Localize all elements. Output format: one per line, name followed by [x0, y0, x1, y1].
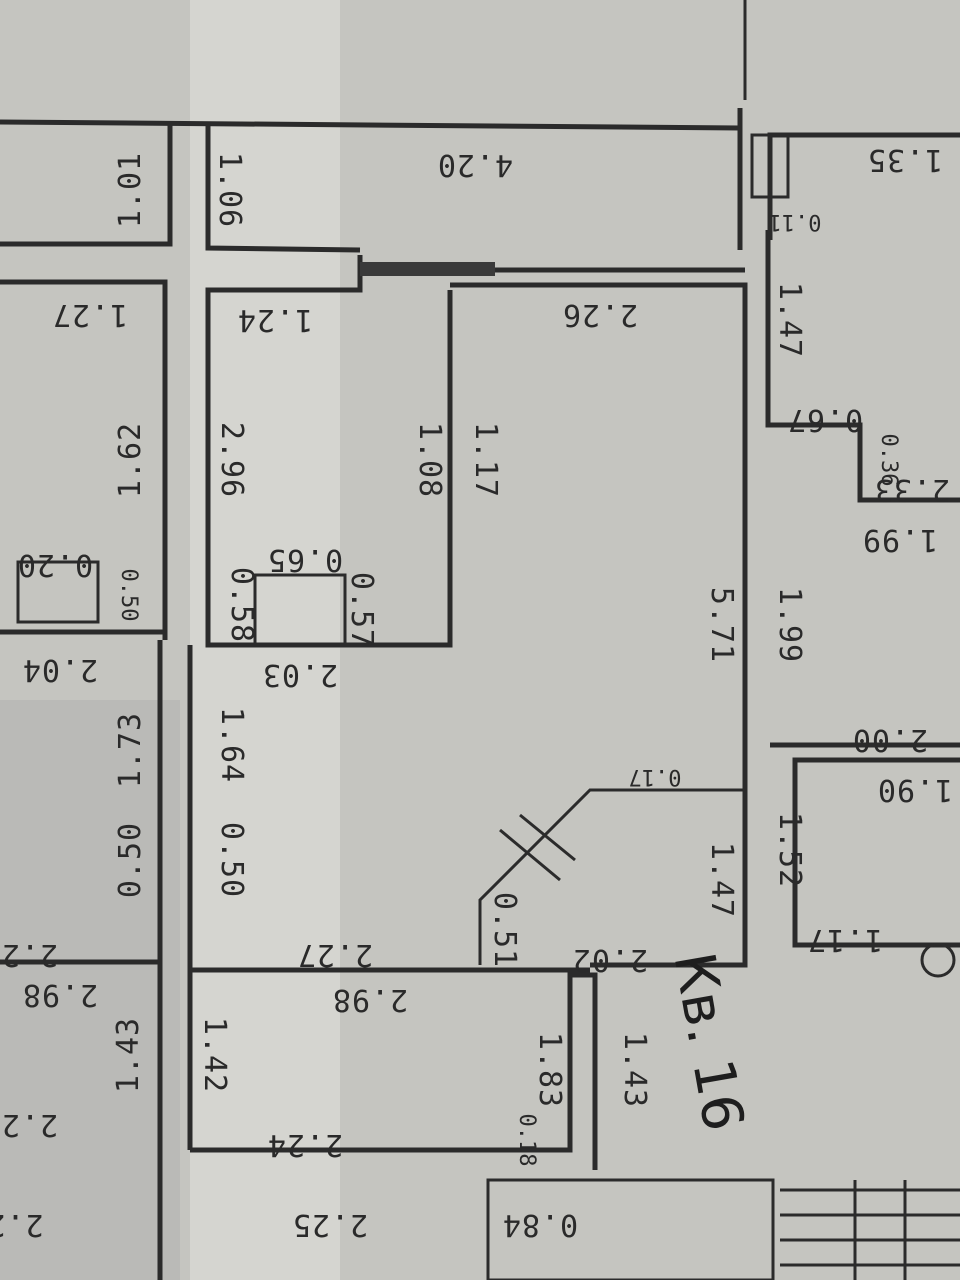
dim-left-room-162: 1.62	[113, 422, 148, 498]
light-band	[190, 0, 340, 1280]
dim-diag-017: 0.17	[629, 764, 682, 789]
dim-hall-202: 2.02	[572, 942, 648, 977]
dim-left-298: 2.98	[22, 977, 98, 1012]
dim-left-room-204: 2.04	[22, 652, 98, 687]
dim-right-room-152: 1.52	[772, 812, 807, 888]
dim-bottom-084: 0.84	[502, 1207, 578, 1242]
dim-left-227-bottom: 2.27	[0, 1107, 58, 1142]
dim-niche-065: 0.65	[267, 542, 343, 577]
dim-right-190: 1.90	[877, 772, 953, 807]
dim-right-233: 2.33	[874, 472, 950, 507]
dim-closet-inner-117: 1.17	[468, 422, 503, 498]
dim-left-room-127: 1.27	[52, 297, 128, 332]
dim-hall-183: 1.83	[532, 1032, 567, 1108]
dim-right-room-117: 1.17	[807, 922, 883, 957]
dim-top-right-135: 1.35	[867, 142, 943, 177]
dim-hall-050: 0.50	[214, 822, 249, 898]
dim-living-top-226: 2.26	[562, 297, 638, 332]
dim-niche-058: 0.58	[224, 567, 259, 643]
dim-top-right-011: 0.11	[769, 209, 822, 234]
dim-left-050: 0.50	[113, 822, 148, 898]
dim-right-036: 0.36	[876, 434, 901, 487]
dim-closet-bottom-203: 2.03	[262, 657, 338, 692]
dim-left-bottom-2: 2.2	[0, 1207, 44, 1242]
dim-wall-106: 1.06	[212, 152, 247, 228]
dim-left-wall-173: 1.73	[113, 712, 148, 788]
dim-hall-298: 2.98	[332, 982, 408, 1017]
dim-corridor-top: 4.20	[437, 147, 513, 182]
dim-flat-143: 1.43	[617, 1032, 652, 1108]
dim-hall-164: 1.64	[214, 707, 249, 783]
dimension-labels: 4.20 1.01 1.06 1.35 0.11 1.27 1.24 2.26 …	[0, 142, 953, 1242]
dim-right-199-top: 1.99	[862, 522, 938, 557]
dim-door-051: 0.51	[487, 892, 522, 968]
dim-left-222: 2.22	[0, 937, 58, 972]
dim-hall-224: 2.24	[267, 1127, 343, 1162]
dim-hall-227: 2.27	[297, 937, 373, 972]
dim-niche-050: 0.50	[116, 569, 141, 622]
dim-hall-225: 2.25	[292, 1207, 368, 1242]
dim-right-199: 1.99	[772, 587, 807, 663]
dim-closet-top-124: 1.24	[237, 302, 313, 337]
shadow-left	[0, 700, 180, 1280]
dim-niche-057: 0.57	[344, 572, 379, 648]
dim-left-143: 1.43	[111, 1017, 146, 1093]
dim-right-200: 2.00	[852, 722, 928, 757]
dim-living-h-571: 5.71	[704, 587, 739, 663]
dim-hall-018: 0.18	[514, 1114, 539, 1167]
dim-hall-142: 1.42	[197, 1017, 232, 1093]
dim-living-147: 1.47	[704, 842, 739, 918]
dim-closet-h-296: 2.96	[214, 422, 249, 498]
dim-left-room-020: 0.20	[17, 547, 93, 582]
dim-closet-inner-108: 1.08	[412, 422, 447, 498]
dim-right-067: 0.67	[787, 402, 863, 437]
dim-left-wall-top: 1.01	[113, 152, 148, 228]
dim-right-147: 1.47	[772, 282, 807, 358]
